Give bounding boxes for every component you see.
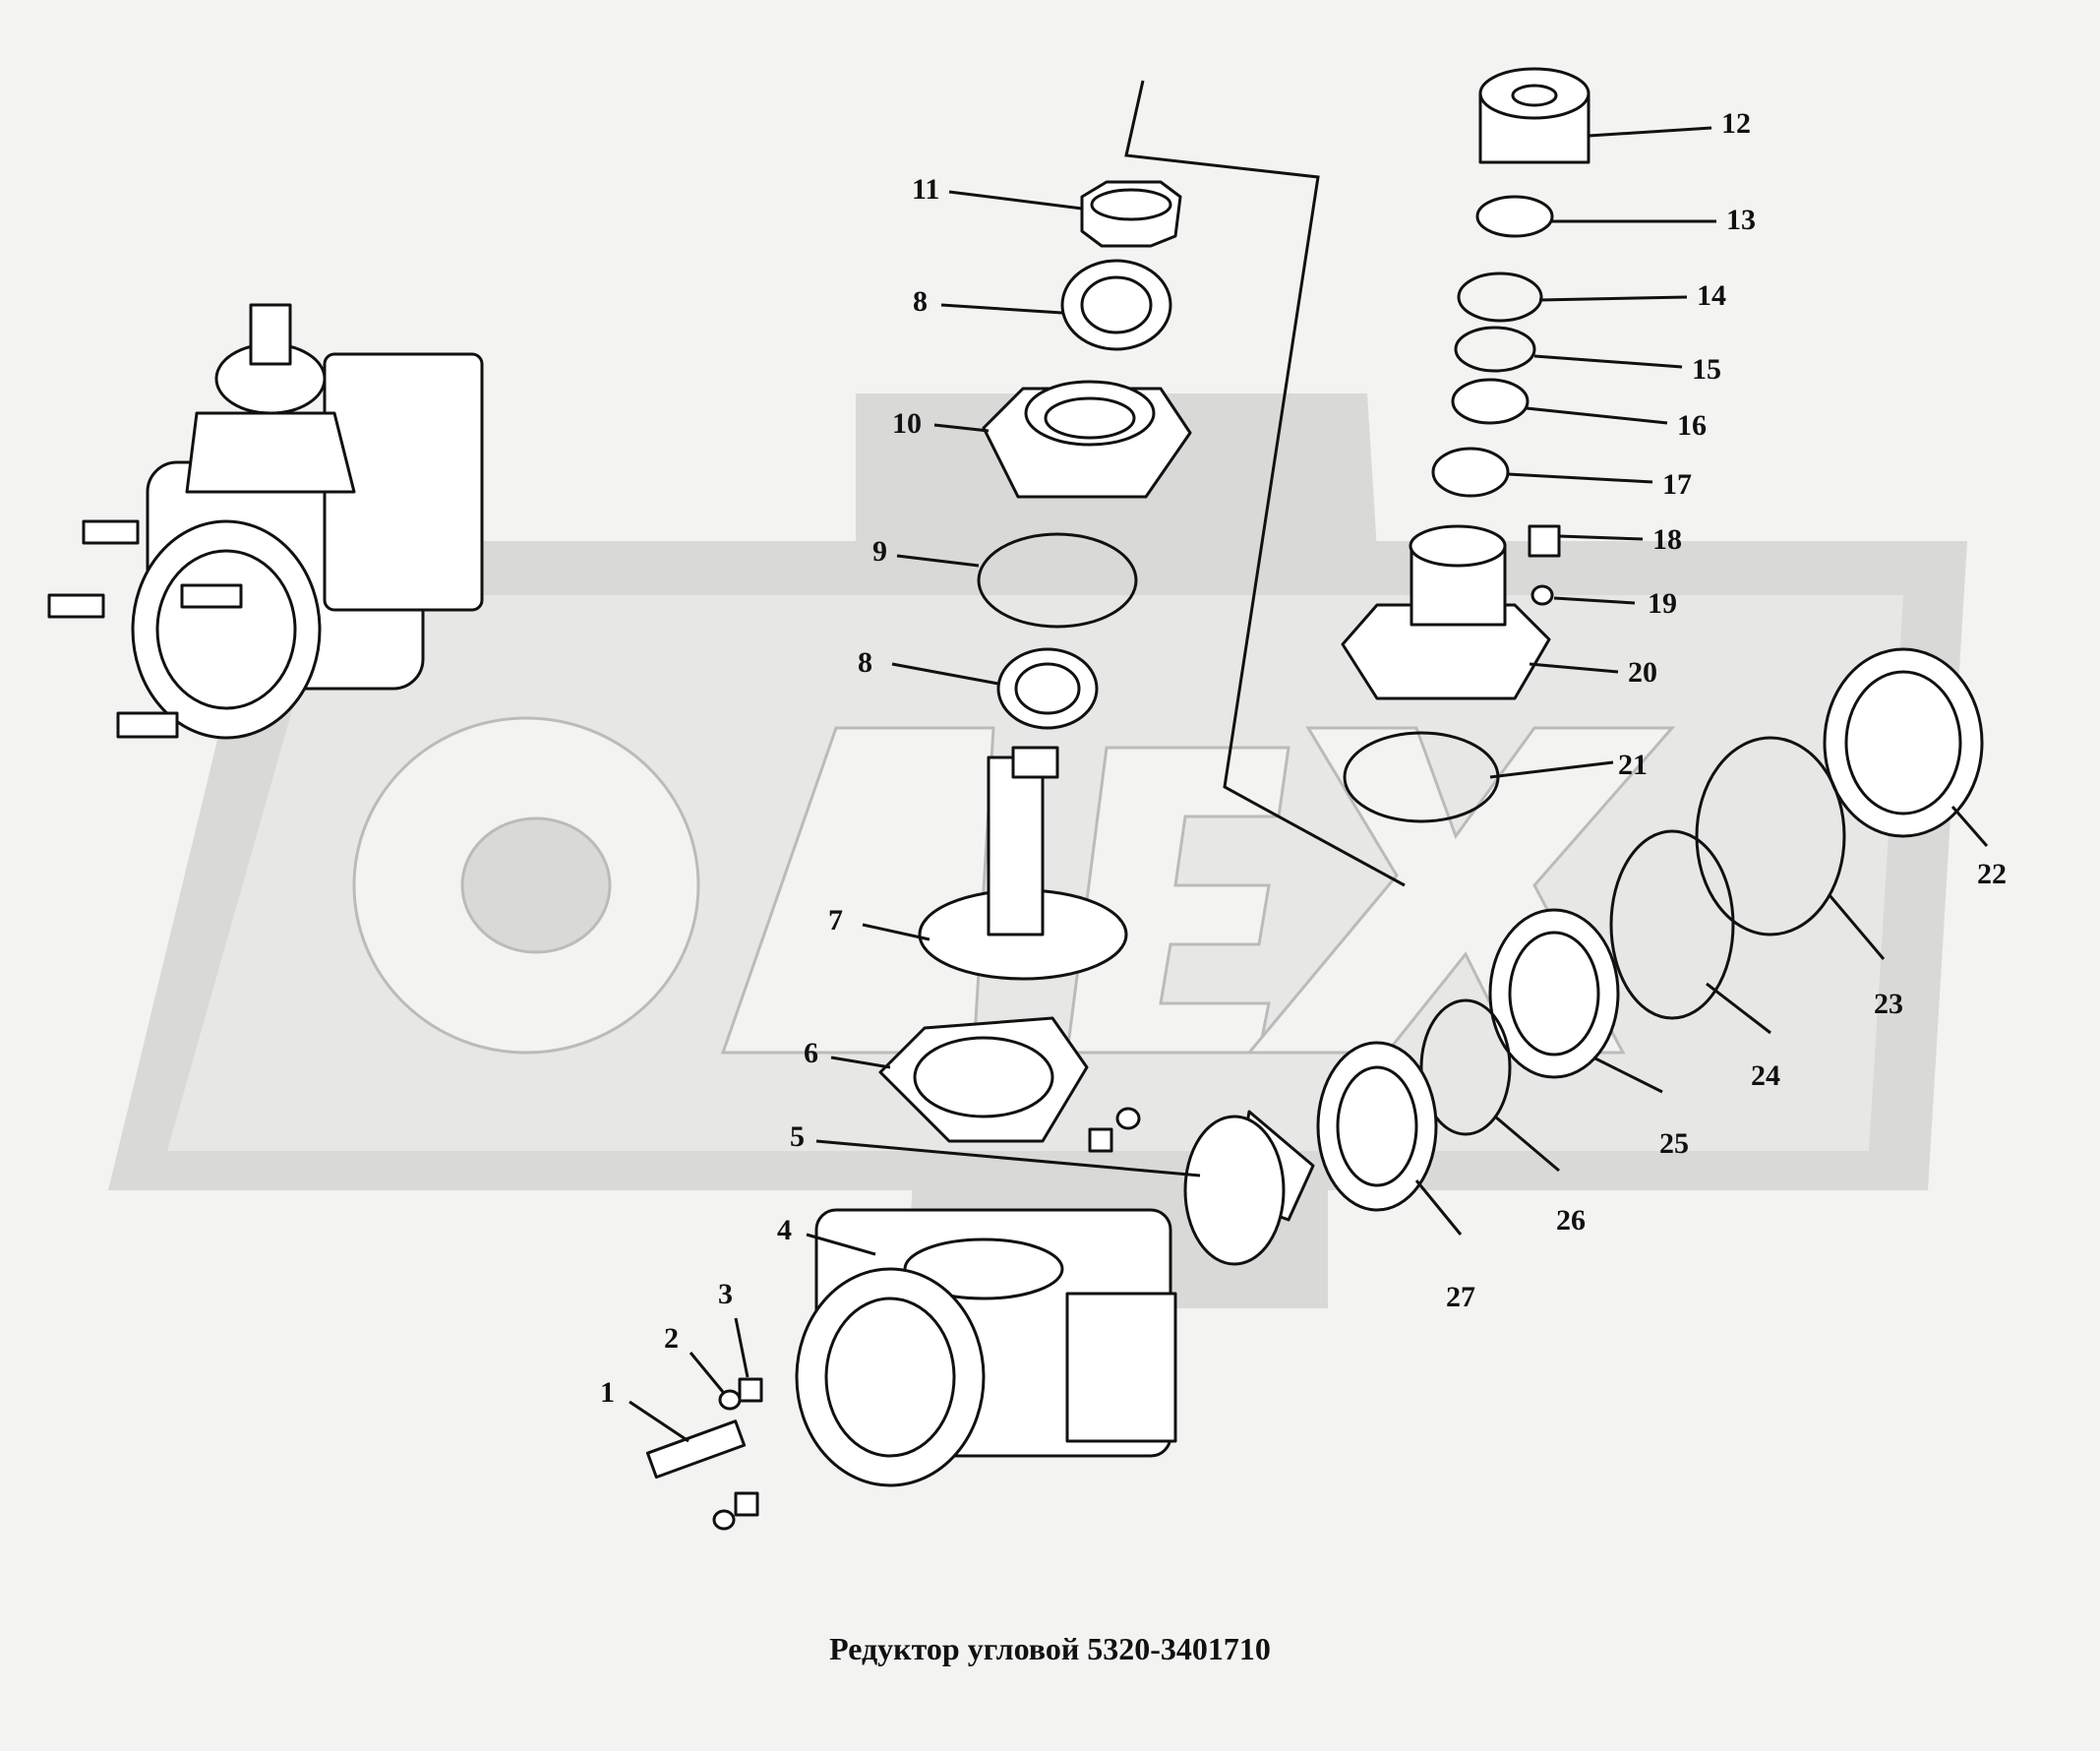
callouts: 1 2 3 4 5 6 7 8	[600, 107, 2007, 1443]
part-3-nut	[738, 1377, 763, 1403]
part-24-snap-ring	[1609, 829, 1735, 1020]
callout-1: 1	[600, 1376, 690, 1443]
svg-text:5: 5	[790, 1120, 805, 1153]
part-11-nut	[1080, 180, 1182, 248]
callout-6: 6	[804, 1037, 891, 1069]
svg-text:12: 12	[1721, 107, 1751, 140]
part-7-shaft-gear	[918, 746, 1128, 981]
callout-8a: 8	[913, 285, 1063, 318]
svg-text:11: 11	[912, 173, 939, 206]
svg-text:15: 15	[1692, 353, 1721, 386]
svg-text:13: 13	[1726, 204, 1756, 236]
part-22-cup	[1823, 647, 1984, 838]
svg-text:14: 14	[1697, 279, 1726, 312]
svg-text:22: 22	[1977, 858, 2007, 890]
callout-5: 5	[790, 1120, 1201, 1177]
part-16-seal	[1451, 378, 1530, 425]
svg-text:20: 20	[1628, 656, 1657, 689]
svg-text:6: 6	[804, 1037, 818, 1069]
part-2-washer	[718, 1389, 742, 1411]
callout-8b: 8	[858, 646, 999, 686]
part-18-bolt	[1528, 524, 1561, 558]
callout-27: 27	[1414, 1179, 1475, 1313]
callout-16: 16	[1526, 406, 1707, 442]
part-8-bearing-lower	[996, 647, 1099, 730]
part-25-bearing	[1488, 908, 1620, 1079]
svg-text:18: 18	[1652, 523, 1682, 556]
callout-18: 18	[1558, 523, 1682, 556]
svg-text:24: 24	[1751, 1059, 1780, 1092]
svg-text:19: 19	[1648, 587, 1677, 620]
callout-20: 20	[1529, 656, 1657, 689]
callout-7: 7	[828, 904, 930, 941]
assembly-leader-line	[1124, 80, 1406, 887]
part-15-ring	[1454, 326, 1536, 373]
callout-4: 4	[777, 1214, 876, 1256]
part-26-ring	[1419, 998, 1512, 1136]
part-12-cap	[1478, 67, 1590, 164]
nut-extra	[734, 1491, 759, 1517]
nut-small	[1088, 1127, 1113, 1153]
svg-text:1: 1	[600, 1376, 615, 1409]
callout-10: 10	[892, 407, 990, 440]
washer-extra	[712, 1509, 736, 1531]
callout-12: 12	[1588, 107, 1751, 140]
callout-15: 15	[1533, 353, 1721, 386]
svg-text:3: 3	[718, 1278, 733, 1310]
svg-text:4: 4	[777, 1214, 792, 1246]
callout-2: 2	[664, 1322, 725, 1393]
callout-14: 14	[1538, 279, 1726, 312]
washer-small	[1115, 1107, 1141, 1130]
svg-text:17: 17	[1662, 468, 1692, 501]
part-17-bushing	[1431, 447, 1510, 498]
part-1-stud	[645, 1419, 747, 1479]
assembled-gearbox-illustration	[47, 303, 484, 740]
svg-text:9: 9	[872, 535, 887, 568]
svg-text:8: 8	[913, 285, 928, 318]
part-4-housing	[795, 1208, 1177, 1487]
part-5-bevel-gear	[1183, 1110, 1315, 1266]
part-6-gasket	[878, 1016, 1089, 1143]
part-14-snap-ring	[1457, 272, 1543, 323]
part-20-cover	[1341, 524, 1551, 700]
svg-text:8: 8	[858, 646, 872, 679]
svg-text:7: 7	[828, 904, 843, 936]
part-9-o-ring	[977, 532, 1138, 629]
callout-3: 3	[718, 1278, 750, 1378]
callout-9: 9	[872, 535, 980, 568]
svg-text:16: 16	[1677, 409, 1707, 442]
svg-text:27: 27	[1446, 1281, 1475, 1313]
callout-17: 17	[1507, 468, 1692, 501]
part-27-bearing	[1316, 1041, 1438, 1212]
callout-13: 13	[1552, 204, 1756, 236]
svg-text:23: 23	[1874, 988, 1903, 1020]
part-13-washer	[1475, 195, 1554, 238]
svg-text:26: 26	[1556, 1204, 1586, 1237]
callout-11: 11	[912, 173, 1083, 211]
parts	[645, 67, 1984, 1531]
callout-22: 22	[1950, 806, 2007, 890]
diagram-caption: Редуктор угловой 5320-3401710	[829, 1631, 1271, 1666]
callout-23: 23	[1828, 894, 1903, 1020]
part-19-washer	[1530, 584, 1554, 606]
svg-text:21: 21	[1618, 749, 1648, 781]
svg-text:10: 10	[892, 407, 922, 440]
svg-text:2: 2	[664, 1322, 679, 1355]
callout-24: 24	[1706, 982, 1780, 1092]
part-10-cover	[982, 380, 1192, 499]
part-23-ring	[1695, 736, 1846, 936]
callout-25: 25	[1592, 1056, 1689, 1160]
callout-21: 21	[1489, 749, 1648, 781]
callout-26: 26	[1494, 1115, 1586, 1237]
part-8-bearing-upper	[1060, 259, 1172, 351]
callout-19: 19	[1553, 587, 1677, 620]
svg-text:25: 25	[1659, 1127, 1689, 1160]
